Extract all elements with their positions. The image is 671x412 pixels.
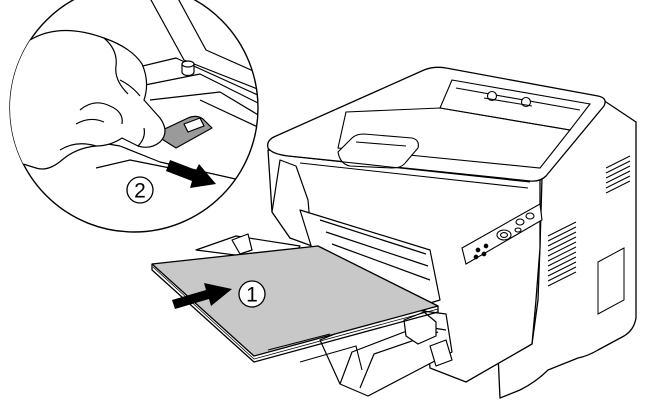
- slide-arrow: [166, 160, 216, 188]
- step-1-label: 1: [246, 284, 258, 307]
- mp-tray: [195, 159, 453, 397]
- control-panel: [461, 203, 543, 265]
- insert-arrow: [172, 283, 232, 309]
- side-vents: [547, 155, 631, 315]
- step-1-marker: 1: [238, 280, 266, 308]
- printer-top-details: [287, 79, 591, 189]
- zoom-detail: [10, 0, 258, 181]
- step-2-label: 2: [134, 180, 146, 203]
- step-2-marker: 2: [126, 176, 154, 204]
- tray-base: [267, 333, 363, 371]
